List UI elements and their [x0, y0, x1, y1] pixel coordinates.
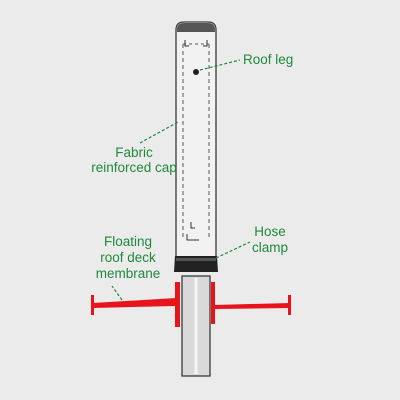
hose-clamp-label-line2: clamp	[252, 240, 288, 255]
fabric-cap-label-line2: reinforced cap	[91, 160, 177, 175]
leader-lines	[111, 59, 251, 301]
membrane-label-line3: membrane	[96, 266, 161, 281]
hose-clamp	[174, 256, 218, 272]
fabric-cap-label-line1: Fabric	[115, 145, 153, 160]
fabric-cap	[175, 21, 217, 263]
roof-leg-label: Roof leg	[243, 52, 293, 67]
roof-leg-pipe	[181, 275, 211, 377]
membrane-label-line2: roof deck	[100, 250, 156, 265]
membrane-shape	[91, 282, 291, 327]
membrane-label-line1: Floating	[104, 234, 152, 249]
hose-clamp-label-line1: Hose	[254, 224, 286, 239]
